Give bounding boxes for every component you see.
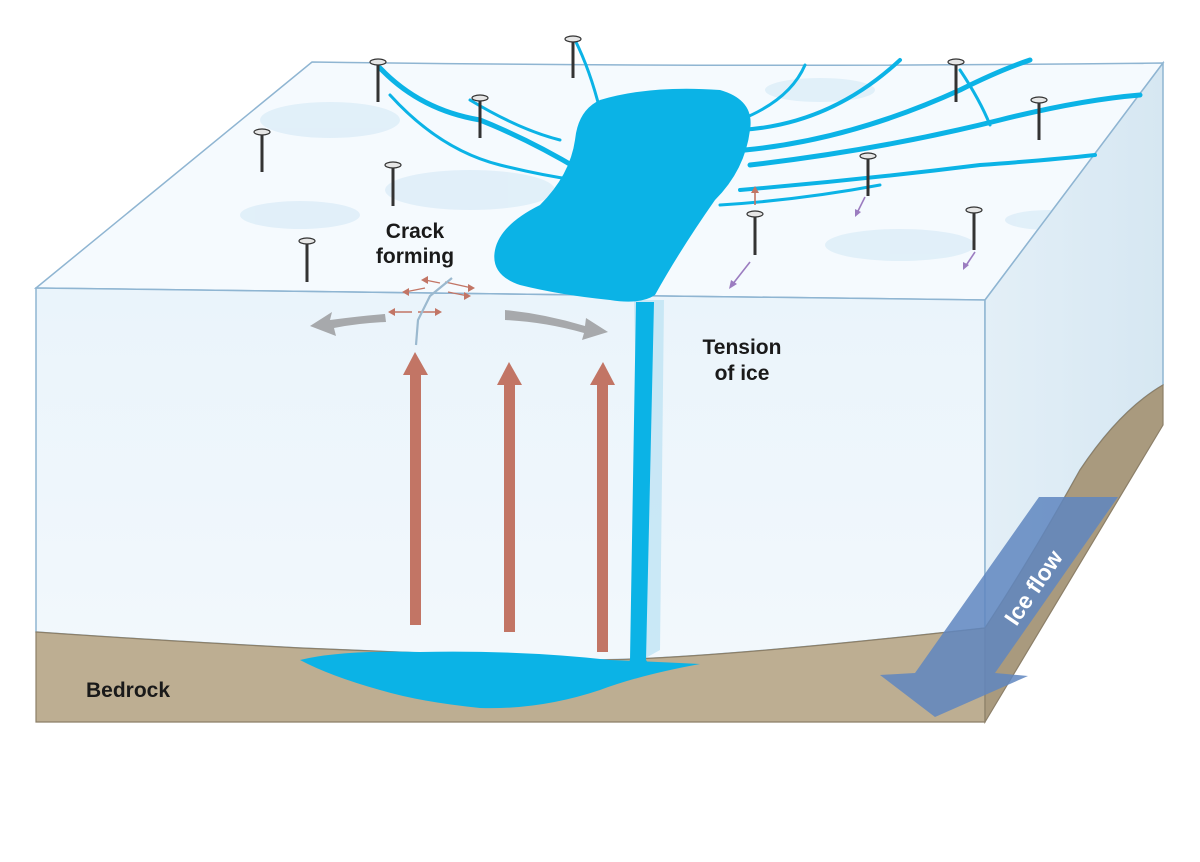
moulin-water-channel [620, 302, 660, 668]
gps-stake-icon [384, 161, 402, 206]
gps-stake-icon [253, 128, 271, 172]
crack-icon [414, 277, 453, 346]
ice-flow-arrow [880, 497, 1118, 717]
gps-stake-icon [1030, 96, 1048, 140]
gps-stake-icon [965, 206, 983, 250]
gps-stake-icon [298, 237, 316, 282]
bedrock-label: Bedrock [86, 679, 170, 702]
tension-of-ice-label-line2: of ice [715, 362, 770, 385]
gps-stake-icon [947, 58, 965, 102]
gps-stake-icon [471, 94, 489, 138]
curved-arrow-icon [310, 312, 386, 336]
gps-stake-icon [564, 35, 582, 78]
up-arrow-icon [497, 362, 522, 632]
up-arrow-icon [403, 352, 428, 625]
crack-forming-label-line2: forming [376, 245, 454, 268]
pressure-arrows [403, 352, 615, 652]
velocity-arrows [729, 186, 976, 289]
gps-stakes [253, 35, 1048, 282]
gps-stake-icon [746, 210, 764, 255]
subglacial-water [300, 651, 700, 709]
crack-forming-label-line1: Crack [386, 220, 445, 243]
up-arrow-icon [590, 362, 615, 652]
gps-stake-icon [369, 58, 387, 102]
supraglacial-lake [494, 88, 751, 302]
tension-arrows [310, 310, 608, 340]
gps-stake-icon [859, 152, 877, 196]
curved-arrow-icon [505, 310, 608, 340]
tension-of-ice-label-line1: Tension [703, 336, 782, 359]
